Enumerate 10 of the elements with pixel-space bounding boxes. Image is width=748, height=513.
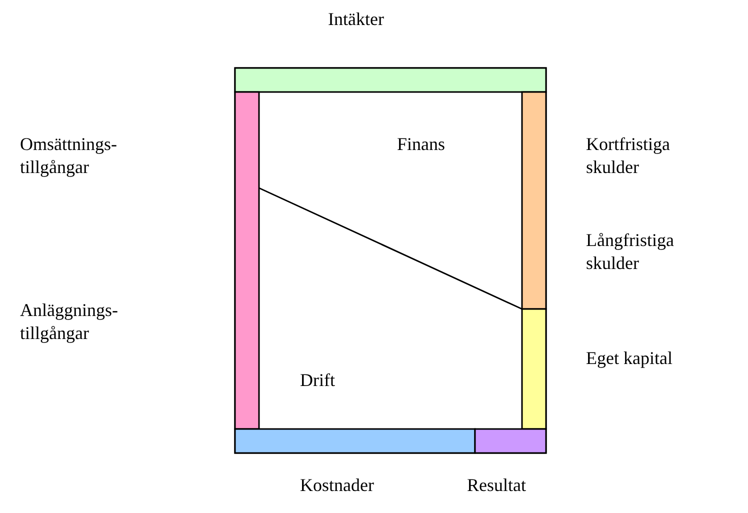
label: Eget kapital	[586, 347, 672, 370]
label: Kortfristiga skulder	[586, 133, 671, 179]
label: Drift	[300, 369, 335, 392]
label: Långfristiga skulder	[586, 229, 675, 275]
label: Omsättnings- tillgångar	[20, 133, 118, 179]
label: Kostnader	[300, 474, 374, 497]
label: Intäkter	[328, 8, 384, 31]
label: Finans	[397, 133, 446, 156]
label: Anläggnings- tillgångar	[20, 299, 119, 345]
label: Resultat	[467, 474, 526, 497]
